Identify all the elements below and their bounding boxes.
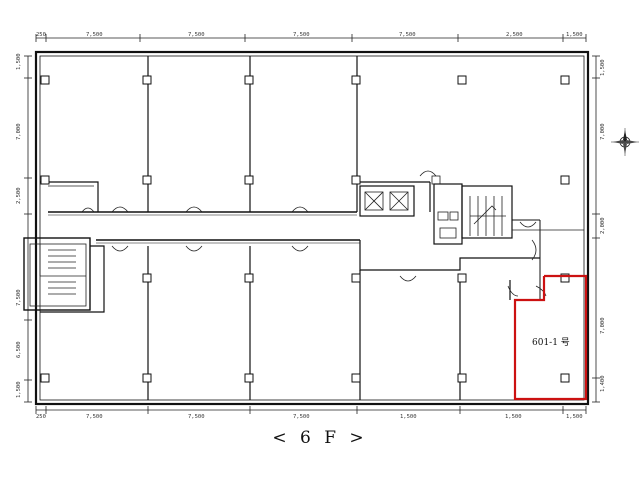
north-compass-icon — [611, 128, 639, 156]
bottom-dim-2: 7,500 — [188, 414, 205, 420]
left-dim-0: 1,500 — [16, 53, 22, 70]
structural-columns — [40, 75, 570, 383]
floor-label: < 6 F > — [272, 428, 368, 448]
bottom-dim-0: 250 — [36, 414, 46, 420]
lower-left-stair — [23, 237, 105, 313]
top-dim-1: 7,500 — [86, 32, 103, 38]
left-dim-5: 1,500 — [16, 381, 22, 398]
corridor — [96, 239, 540, 271]
top-dim-6: 1,500 — [566, 32, 583, 38]
bottom-dimension-line: 250 7,500 7,500 7,500 1,500 1,500 1,500 — [35, 406, 587, 420]
bottom-dim-4: 1,500 — [400, 414, 417, 420]
top-dim-0: 250 — [36, 32, 46, 38]
right-dimension-line: 1,500 7,000 2,000 7,000 1,400 — [592, 55, 606, 403]
bottom-dim-3: 7,500 — [293, 414, 310, 420]
top-dim-4: 7,500 — [399, 32, 416, 38]
left-dim-3: 7,500 — [16, 289, 22, 306]
upper-left-service — [40, 181, 99, 212]
right-dim-4: 1,400 — [600, 375, 606, 392]
right-dim-1: 7,000 — [600, 123, 606, 140]
top-dimension-line: 250 7,500 7,500 7,500 7,500 2,500 1,500 — [35, 32, 587, 42]
left-dim-4: 6,500 — [16, 341, 22, 358]
right-dim-2: 2,000 — [600, 217, 606, 234]
left-dimension-line: 1,500 7,000 2,500 7,500 6,500 1,500 — [16, 53, 32, 403]
top-dim-3: 7,500 — [293, 32, 310, 38]
bottom-dim-1: 7,500 — [86, 414, 103, 420]
elevator-core — [359, 185, 415, 217]
central-service-core — [431, 175, 584, 300]
bottom-dim-6: 1,500 — [566, 414, 583, 420]
right-dim-3: 7,000 — [600, 317, 606, 334]
left-dim-1: 7,000 — [16, 123, 22, 140]
unit-601-1[interactable]: 601-1 号 — [513, 274, 588, 401]
top-dim-2: 7,500 — [188, 32, 205, 38]
upper-rooms — [48, 56, 431, 216]
doors — [81, 170, 547, 297]
bottom-dim-5: 1,500 — [505, 414, 522, 420]
right-dim-0: 1,500 — [600, 59, 606, 76]
unit-label: 601-1 号 — [532, 337, 570, 348]
lower-rooms — [147, 246, 511, 400]
left-dim-2: 2,500 — [16, 187, 22, 204]
building-outline — [34, 50, 590, 406]
top-dim-5: 2,500 — [506, 32, 523, 38]
